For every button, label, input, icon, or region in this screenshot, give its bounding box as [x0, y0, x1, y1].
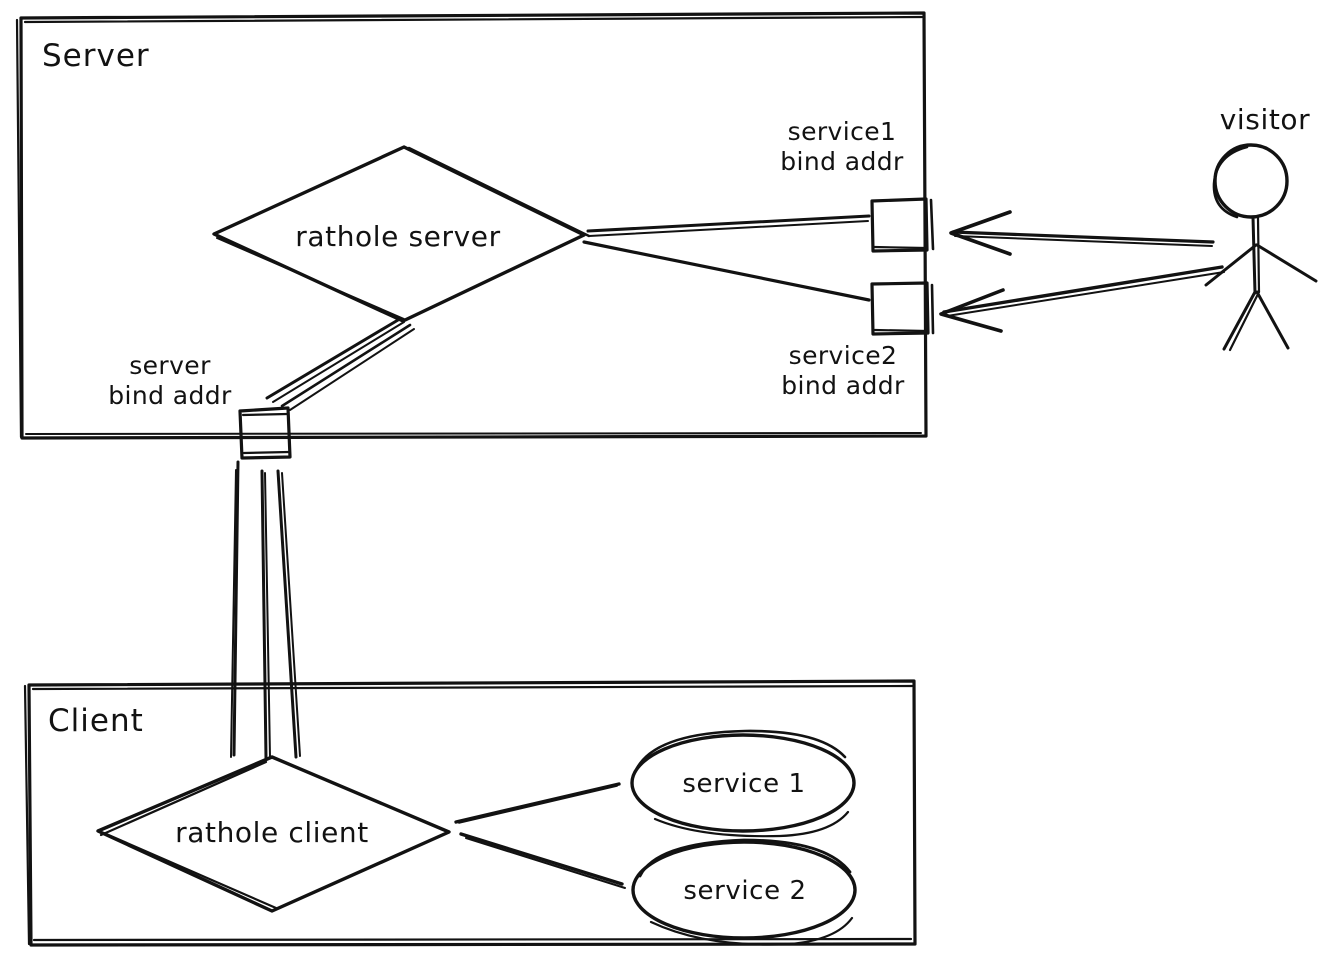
rathole-server-label: rathole server	[295, 220, 501, 253]
server-container-label: Server	[42, 38, 150, 74]
edge-ratholeclient-service1	[454, 782, 621, 824]
visitor-figure-shape	[1204, 143, 1318, 352]
rathole-server-shape	[212, 145, 591, 323]
service2-bind-port-shape	[870, 281, 935, 336]
visitor-label: visitor	[1219, 103, 1311, 136]
client-container-label: Client	[48, 703, 144, 739]
rathole-client-label: rathole client	[175, 816, 369, 849]
client-container-shape	[23, 679, 917, 947]
server-bind-port-shape	[238, 406, 292, 460]
service-1-shape	[630, 729, 856, 838]
server-container-shape	[15, 11, 928, 440]
rathole-client-shape	[96, 755, 451, 913]
service1-bind-port-shape	[870, 197, 935, 253]
edge-ratholeserver-service2	[582, 240, 871, 302]
service-2-label: service 2	[683, 876, 807, 906]
server-bind-addr-label: server bind addr	[108, 351, 232, 410]
service2-bind-addr-label: service2 bind addr	[781, 341, 905, 400]
service-2-shape	[631, 838, 857, 946]
service1-bind-addr-label: service1 bind addr	[780, 117, 904, 176]
edge-ratholeserver-service1	[586, 214, 871, 237]
arrow-visitor-service1	[949, 210, 1215, 256]
edge-serverbind-ratholeclient	[230, 460, 301, 760]
edge-ratholeclient-service2	[459, 832, 626, 889]
service-1-label: service 1	[682, 769, 806, 799]
arrow-visitor-service2	[939, 265, 1225, 333]
edge-ratholeserver-serverbind	[265, 318, 415, 411]
